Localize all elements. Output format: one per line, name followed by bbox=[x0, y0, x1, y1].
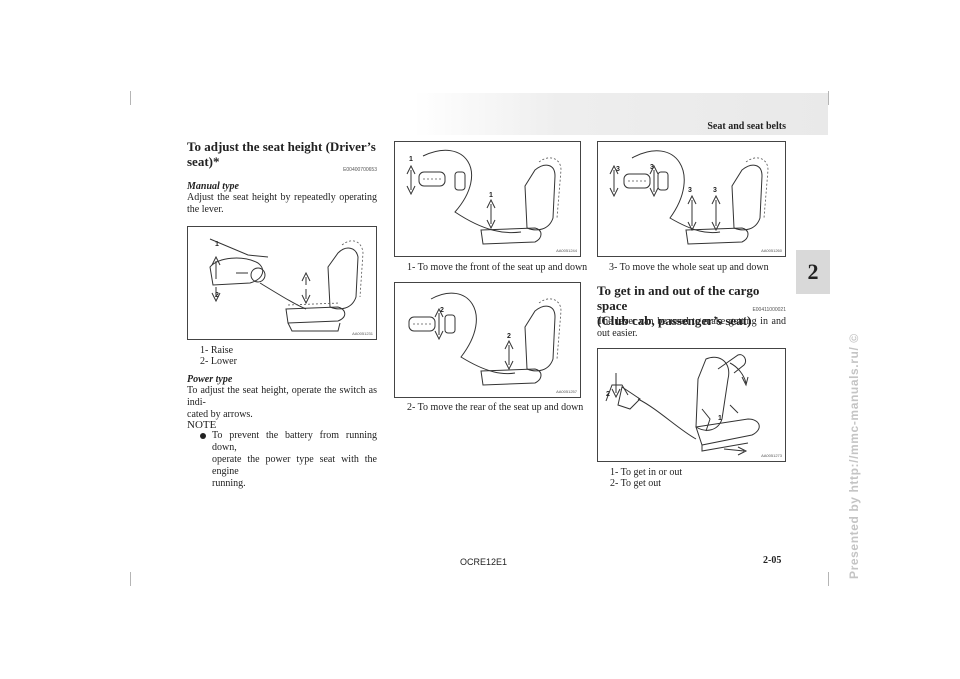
cargo-text: The lever can be used to make getting in… bbox=[597, 316, 786, 339]
figure-code: AA0051257 bbox=[556, 389, 577, 394]
figure-code: AA0051231 bbox=[352, 331, 373, 336]
text-line: cated by arrows. bbox=[187, 409, 253, 420]
watermark: Presented by http://mmc-manuals.ru/ © bbox=[847, 333, 861, 579]
chapter-tab: 2 bbox=[796, 250, 830, 294]
seat-illustration bbox=[408, 292, 562, 386]
subheading-power-type: Power type bbox=[187, 374, 233, 385]
figure-code: AA0051260 bbox=[761, 248, 782, 253]
heading-line: To get in and out of the cargo space bbox=[597, 283, 760, 313]
callout-number: 3 bbox=[688, 187, 692, 194]
header-band bbox=[414, 93, 828, 135]
callout-number: 1 bbox=[718, 415, 722, 422]
crop-mark bbox=[828, 572, 829, 586]
callout-number: 3 bbox=[616, 166, 620, 173]
caption: 3- To move the whole seat up and down bbox=[609, 262, 769, 273]
section-code: E00411000021 bbox=[752, 307, 786, 313]
heading-line: (Club cab, passenger’s seat) bbox=[597, 313, 752, 328]
heading-cargo-space: To get in and out of the cargo space (Cl… bbox=[597, 283, 787, 328]
callout-number: 3 bbox=[713, 187, 717, 194]
caption: 1- To get in or out bbox=[610, 467, 683, 478]
caption: 1- To move the front of the seat up and … bbox=[407, 262, 588, 273]
section-title: Seat and seat belts bbox=[707, 121, 786, 132]
callout-number: 1 bbox=[489, 192, 493, 199]
figure-code: AA0051244 bbox=[556, 248, 577, 253]
callout-number: 1 bbox=[409, 156, 413, 163]
document-code: OCRE12E1 bbox=[460, 557, 508, 567]
heading-seat-height: To adjust the seat height (Driver’s seat… bbox=[187, 139, 377, 169]
callout-number: 2 bbox=[440, 307, 444, 314]
figure-front-height: 1 1 AA0051244 bbox=[394, 141, 581, 257]
figure-manual-seat: 1 2 AA0051231 bbox=[187, 226, 377, 340]
seat-illustration bbox=[609, 150, 769, 245]
caption: 2- To get out bbox=[610, 478, 662, 489]
callout-number: 1 bbox=[215, 241, 219, 248]
heading-line: seat)* bbox=[187, 154, 220, 169]
crop-mark bbox=[130, 572, 131, 586]
bullet-icon bbox=[200, 433, 206, 439]
caption: 2- Lower bbox=[200, 356, 237, 367]
callout-number: 2 bbox=[507, 333, 511, 340]
caption: 2- To move the rear of the seat up and d… bbox=[407, 402, 584, 413]
text-line: operate the power type seat with the eng… bbox=[212, 454, 377, 477]
subheading-manual-type: Manual type bbox=[187, 181, 239, 192]
callout-number: 2 bbox=[606, 391, 610, 398]
section-code: E00400700653 bbox=[343, 167, 377, 173]
seat-illustration bbox=[605, 354, 760, 456]
text-line: To prevent the battery from running down… bbox=[212, 430, 377, 453]
seat-illustration bbox=[209, 238, 364, 332]
heading-line: To adjust the seat height (Driver’s bbox=[187, 139, 376, 154]
callout-number: 2 bbox=[215, 292, 219, 299]
crop-mark bbox=[828, 91, 829, 105]
figure-code: AA0051273 bbox=[761, 453, 782, 458]
note-text: To prevent the battery from running down… bbox=[212, 430, 377, 490]
figure-whole-height: 3 3 3 3 AA0051260 bbox=[597, 141, 786, 257]
text-line: running. bbox=[212, 478, 246, 489]
manual-text: Adjust the seat height by repeatedly ope… bbox=[187, 192, 377, 215]
note-heading: NOTE bbox=[187, 419, 217, 431]
page-number: 2-05 bbox=[763, 555, 782, 566]
power-text: To adjust the seat height, operate the s… bbox=[187, 385, 377, 421]
figure-cargo-lever: 1 2 AA0051273 bbox=[597, 348, 786, 462]
figure-rear-height: 2 2 AA0051257 bbox=[394, 282, 581, 398]
seat-illustration bbox=[406, 149, 562, 245]
caption: 1- Raise bbox=[200, 345, 234, 356]
text-line: To adjust the seat height, operate the s… bbox=[187, 385, 377, 408]
callout-number: 3 bbox=[650, 164, 654, 171]
crop-mark bbox=[130, 91, 131, 105]
